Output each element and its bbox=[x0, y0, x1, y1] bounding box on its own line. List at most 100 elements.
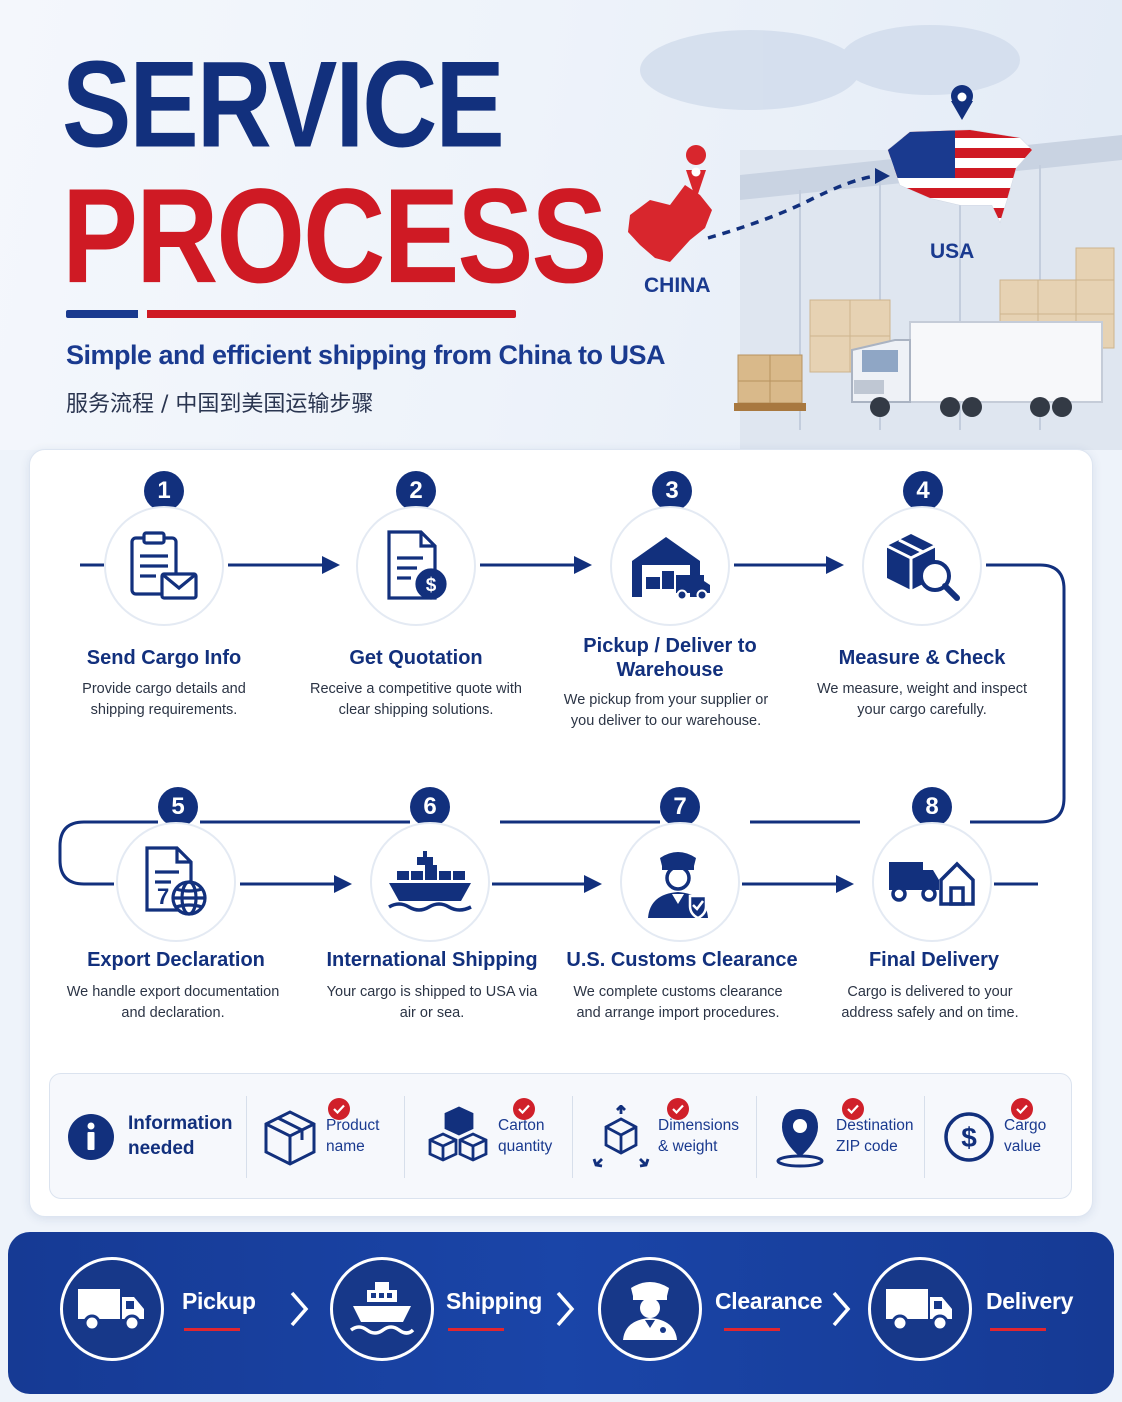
shipping-illustration bbox=[628, 25, 1122, 450]
bar-icon-circle-pickup bbox=[60, 1257, 164, 1361]
step-3-number: 3 bbox=[652, 471, 692, 511]
truck-icon bbox=[886, 1289, 952, 1332]
bar-icon-circle-delivery bbox=[868, 1257, 972, 1361]
info-heading-block: Information needed bbox=[68, 1074, 238, 1200]
title-service: SERVICE bbox=[62, 36, 505, 174]
svg-text:$: $ bbox=[961, 1122, 977, 1153]
label-usa: USA bbox=[930, 240, 975, 263]
check-icon bbox=[842, 1098, 864, 1120]
chevron-right-icon bbox=[832, 1291, 851, 1327]
bar-underline bbox=[184, 1328, 240, 1331]
step-5-desc: We handle export documentation and decla… bbox=[66, 984, 280, 1022]
check-icon bbox=[1011, 1098, 1033, 1120]
step-4-desc: We measure, weight and inspect your carg… bbox=[816, 681, 1028, 719]
truck-icon bbox=[78, 1289, 144, 1332]
bar-label-pickup: Pickup bbox=[182, 1288, 256, 1314]
step-1-icon-circle bbox=[104, 506, 224, 626]
bar-underline bbox=[448, 1328, 504, 1331]
flow-connectors bbox=[58, 556, 1066, 893]
check-icon bbox=[513, 1098, 535, 1120]
step-5-title: Export Declaration bbox=[87, 949, 265, 971]
step-1-number: 1 bbox=[144, 471, 184, 511]
hero-section: SERVICE PROCESS Simple and efficient shi… bbox=[0, 0, 1122, 450]
info-divider bbox=[756, 1096, 757, 1178]
info-icon bbox=[68, 1114, 114, 1160]
subtitle-chinese: 服务流程 / 中国到美国运输步骤 bbox=[66, 392, 374, 417]
step-8-desc: Cargo is delivered to your address safel… bbox=[841, 984, 1019, 1022]
box-icon bbox=[264, 1110, 316, 1166]
box-magnifier-icon bbox=[886, 534, 960, 601]
info-item-dimensions-weight: Dimensions & weight bbox=[592, 1074, 748, 1200]
chevron-right-icon bbox=[290, 1291, 309, 1327]
info-item-destination-zip: Destination ZIP code bbox=[772, 1074, 926, 1200]
bar-label-shipping: Shipping bbox=[446, 1288, 542, 1314]
info-label-dimensions-weight: Dimensions & weight bbox=[658, 1117, 739, 1155]
info-item-product-name: Product name bbox=[262, 1074, 396, 1200]
officer-icon bbox=[623, 1282, 677, 1340]
check-icon bbox=[328, 1098, 350, 1120]
step-7-title: U.S. Customs Clearance bbox=[566, 949, 798, 971]
bar-icon-circle-clearance bbox=[598, 1257, 702, 1361]
dollar-icon: $ bbox=[944, 1112, 994, 1162]
bar-label-clearance: Clearance bbox=[715, 1288, 823, 1314]
bar-label-delivery: Delivery bbox=[986, 1288, 1074, 1314]
ship-icon bbox=[349, 1282, 415, 1335]
step-2-desc: Receive a competitive quote with clear s… bbox=[310, 681, 522, 719]
bar-icon-circle-shipping bbox=[330, 1257, 434, 1361]
step-6-number: 6 bbox=[410, 787, 450, 827]
info-label-product-name: Product name bbox=[326, 1117, 380, 1155]
check-icon bbox=[667, 1098, 689, 1120]
step-5-icon-circle: 7 bbox=[116, 822, 236, 942]
info-divider bbox=[246, 1096, 247, 1178]
title-process: PROCESS bbox=[62, 161, 607, 312]
warehouse-truck-icon bbox=[632, 537, 710, 601]
label-china: CHINA bbox=[644, 274, 711, 297]
info-heading: Information needed bbox=[128, 1113, 233, 1159]
truck-house-icon bbox=[889, 861, 975, 906]
step-6-icon-circle bbox=[370, 822, 490, 942]
cargo-ship-icon bbox=[388, 851, 472, 912]
info-divider bbox=[404, 1096, 405, 1178]
step-1-title: Send Cargo Info bbox=[86, 647, 242, 669]
step-4-title: Measure & Check bbox=[838, 647, 1006, 669]
bar-underline bbox=[990, 1328, 1046, 1331]
step-2-number: 2 bbox=[396, 471, 436, 511]
step-7-desc: We complete customs clearance and arrang… bbox=[573, 984, 783, 1022]
step-8-number: 8 bbox=[912, 787, 952, 827]
information-needed-strip: Information needed Product name Carton q… bbox=[49, 1073, 1072, 1199]
step-2-icon-circle: $ bbox=[356, 506, 476, 626]
svg-text:7: 7 bbox=[157, 884, 169, 909]
step-4-number: 4 bbox=[903, 471, 943, 511]
step-7-icon-circle bbox=[620, 822, 740, 942]
quote-document-icon: $ bbox=[387, 530, 447, 600]
stacked-boxes-icon bbox=[428, 1106, 488, 1162]
summary-bar: Pickup Shipping Clearance bbox=[8, 1232, 1114, 1394]
step-5-number: 5 bbox=[158, 787, 198, 827]
step-4-icon-circle bbox=[862, 506, 982, 626]
location-pin-icon bbox=[776, 1109, 824, 1168]
info-label-carton-quantity: Carton quantity bbox=[498, 1117, 553, 1155]
info-label-destination-zip: Destination ZIP code bbox=[836, 1117, 914, 1155]
step-2-title: Get Quotation bbox=[349, 647, 483, 669]
step-3-title: Pickup / Deliver to Warehouse bbox=[583, 635, 757, 681]
bar-underline bbox=[724, 1328, 780, 1331]
document-globe-icon: 7 bbox=[145, 846, 207, 916]
customs-officer-icon bbox=[648, 852, 708, 920]
step-7-number: 7 bbox=[660, 787, 700, 827]
info-item-cargo-value: $ Cargo value bbox=[942, 1074, 1064, 1200]
svg-text:$: $ bbox=[426, 575, 437, 596]
info-divider bbox=[572, 1096, 573, 1178]
step-6-desc: Your cargo is shipped to USA via air or … bbox=[326, 984, 538, 1022]
subtitle: Simple and efficient shipping from China… bbox=[66, 340, 666, 370]
step-8-title: Final Delivery bbox=[868, 949, 1000, 971]
step-3-icon-circle bbox=[610, 506, 730, 626]
info-item-carton-quantity: Carton quantity bbox=[428, 1074, 568, 1200]
clipboard-envelope-icon bbox=[130, 531, 198, 600]
box-dimensions-icon bbox=[592, 1105, 650, 1168]
step-6-title: International Shipping bbox=[326, 949, 538, 971]
step-3-desc: We pickup from your supplier or you deli… bbox=[563, 692, 769, 730]
info-divider bbox=[924, 1096, 925, 1178]
chevron-right-icon bbox=[556, 1291, 575, 1327]
step-1-desc: Provide cargo details and shipping requi… bbox=[82, 681, 246, 719]
title-underline bbox=[66, 310, 516, 318]
